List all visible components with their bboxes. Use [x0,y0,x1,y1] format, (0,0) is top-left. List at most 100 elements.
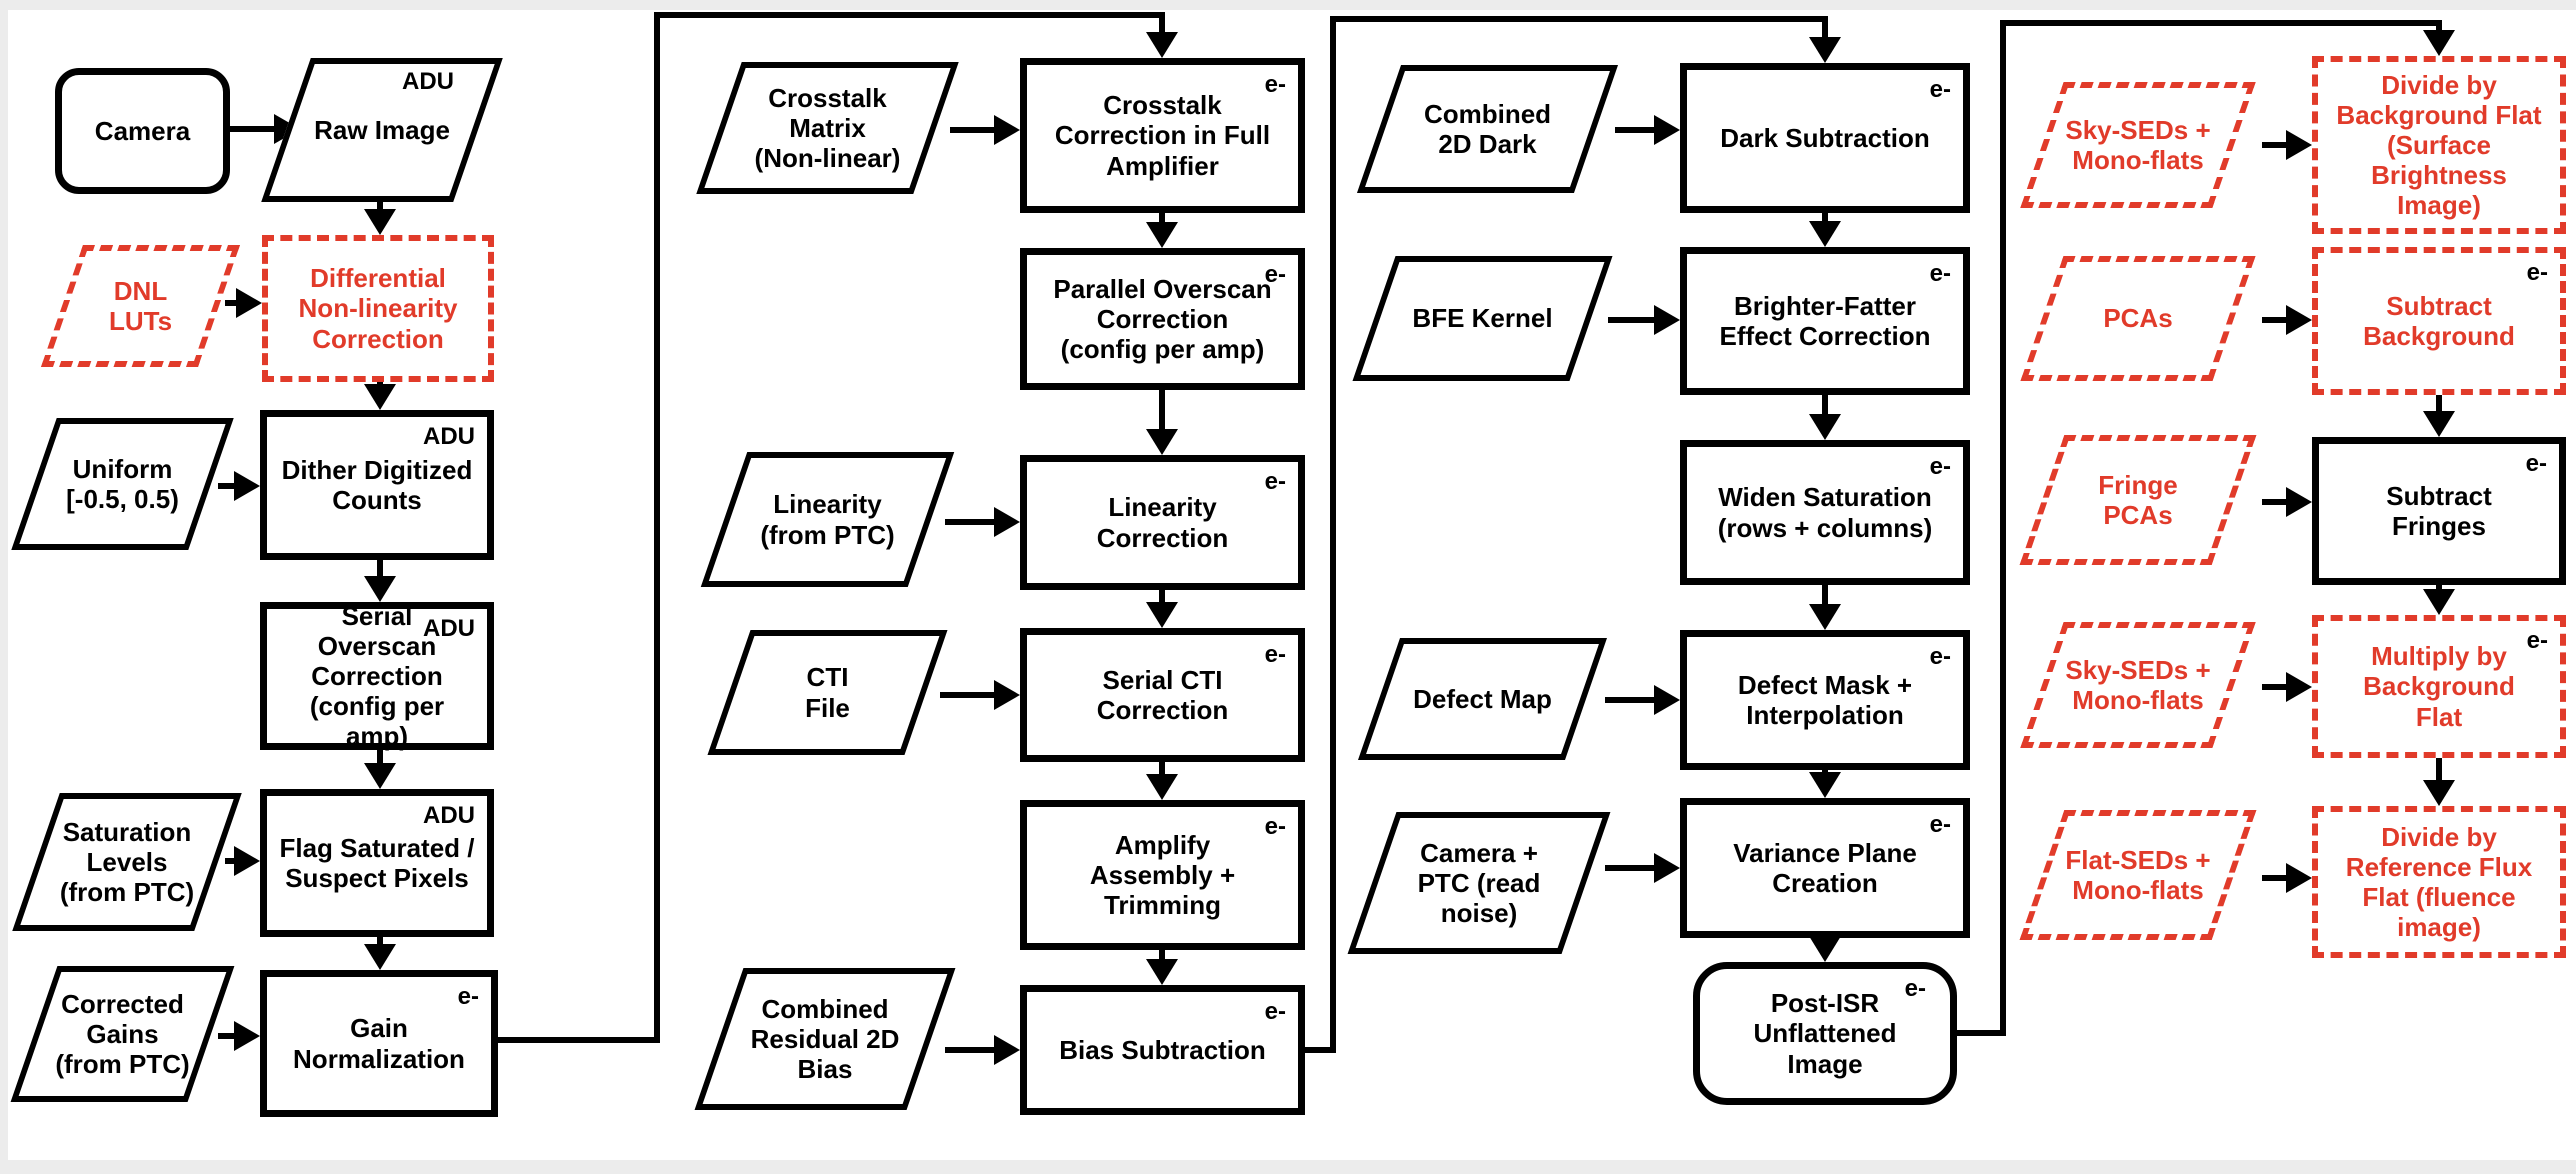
unit-badge: e- [2526,627,2548,654]
node-linearity-input: Linearity (from PTC) [700,452,955,587]
node-dnl-luts: DNL LUTs [38,245,243,367]
node-combined-residual-bias: Combined Residual 2D Bias [694,968,956,1110]
unit-badge: e- [1264,468,1286,495]
node-label: Fringe PCAs [2098,469,2178,530]
node-label: Serial Overscan Correction (config per a… [309,600,445,752]
unit-badge: e- [1264,998,1286,1025]
node-label: Sky-SEDs + Mono-flats [2065,114,2211,175]
node-label: Linearity (from PTC) [760,489,895,550]
node-label: Dither Digitized Counts [281,454,473,515]
flow-arrow [2423,585,2455,615]
node-combined-2d-dark: Combined 2D Dark [1355,65,1620,193]
unit-badge: ADU [402,68,454,95]
node-linearity-correction: Linearity Correction e- [1020,455,1305,590]
flow-arrow [364,750,396,789]
node-label: Linearity Correction [1096,492,1229,553]
node-label: Combined 2D Dark [1423,98,1552,159]
flow-arrow [2423,395,2455,437]
connector-bias-to-dark [1330,16,1336,1053]
node-divide-by-reference-flux-flat: Divide by Reference Flux Flat (fluence i… [2312,806,2566,958]
node-label: Uniform [-0.5, 0.5) [66,453,179,514]
node-divide-by-background-flat: Divide by Background Flat (Surface Brigh… [2312,56,2566,234]
node-sky-seds-mono-flats-2: Sky-SEDs + Mono-flats [2018,622,2258,748]
node-label: Sky-SEDs + Mono-flats [2065,654,2211,715]
node-gain-normalization: Gain Normalization e- [260,970,498,1117]
node-cti-file: CTI File [705,630,950,755]
input-arrow [225,288,262,318]
unit-badge: e- [1264,261,1286,288]
unit-badge: e- [1929,811,1951,838]
node-label: Subtract Fringes [2386,480,2492,541]
node-fringe-pcas: Fringe PCAs [2018,435,2258,565]
node-label: Crosstalk Correction in Full Amplifier [1054,90,1271,181]
flow-arrow [364,382,396,410]
node-label: Divide by Background Flat (Surface Brigh… [2336,69,2542,221]
node-label: Combined Residual 2D Bias [750,993,900,1085]
node-sky-seds-mono-flats-1: Sky-SEDs + Mono-flats [2018,82,2258,208]
node-saturation-levels: Saturation Levels (from PTC) [12,793,242,931]
connector-bias-to-dark [1305,1047,1336,1053]
node-pcas: PCAs [2018,256,2258,381]
node-dither-digitized-counts: Dither Digitized Counts ADU [260,410,494,560]
node-label: Amplify Assembly + Trimming [1089,829,1236,921]
input-arrow [945,1035,1020,1065]
node-label: Camera + PTC (read noise) [1417,837,1541,929]
node-label: Multiply by Background Flat [2363,641,2515,732]
node-label: DNL LUTs [108,275,173,336]
node-serial-cti-correction: Serial CTI Correction e- [1020,628,1305,762]
unit-badge: e- [1929,643,1951,670]
flow-arrow [1146,762,1178,800]
node-differential-nonlinearity: Differential Non-linearity Correction [262,235,494,382]
flow-arrow [1146,213,1178,248]
input-arrow [2262,305,2312,335]
page-edge-bottom [0,1160,2576,1174]
input-arrow [1608,305,1680,335]
flow-arrow [364,202,396,235]
unit-badge: e- [1904,975,1926,1002]
connector-bias-to-dark-arrow [1809,22,1841,63]
page-edge-left [0,0,8,1174]
node-label: Serial CTI Correction [1096,664,1229,725]
node-variance-plane-creation: Variance Plane Creation e- [1680,798,1970,938]
flow-arrow [2423,758,2455,806]
unit-badge: e- [1264,71,1286,98]
node-label: CTI File [805,662,850,723]
input-arrow [1615,115,1680,145]
node-label: Saturation Levels (from PTC) [59,816,195,908]
flow-arrow [1146,950,1178,985]
flow-arrow [1146,390,1178,455]
flow-arrow [1809,770,1841,798]
unit-badge: e- [2525,450,2547,477]
unit-badge: e- [2526,259,2548,286]
unit-badge: e- [1929,453,1951,480]
input-arrow [945,507,1020,537]
node-raw-image: Raw Image ADU [261,58,503,202]
node-multiply-by-background-flat: Multiply by Background Flat e- [2312,615,2566,758]
flow-arrow [1809,395,1841,440]
input-arrow [2262,863,2312,893]
page-edge-top [0,0,2576,10]
connector-bias-to-dark [1330,16,1828,22]
node-uniform: Uniform [-0.5, 0.5) [10,418,235,550]
input-arrow [2262,487,2312,517]
unit-badge: e- [1264,641,1286,668]
node-crosstalk-correction: Crosstalk Correction in Full Amplifier e… [1020,58,1305,213]
node-label: Variance Plane Creation [1733,837,1917,898]
unit-badge: e- [1929,76,1951,103]
node-camera-ptc-read-noise: Camera + PTC (read noise) [1347,812,1611,954]
flow-arrow [364,560,396,602]
connector-gain-to-crosstalk [654,12,1165,18]
node-corrected-gains: Corrected Gains (from PTC) [10,966,235,1102]
connector-gain-to-crosstalk-arrow [1146,18,1178,58]
node-label: Crosstalk Matrix (Non-linear) [754,82,901,174]
flow-arrow [1809,585,1841,630]
node-label: Dark Subtraction [1720,122,1930,153]
node-label: Flat-SEDs + Mono-flats [2065,844,2211,905]
node-flag-saturated-pixels: Flag Saturated / Suspect Pixels ADU [260,789,494,937]
input-arrow [218,471,260,501]
node-parallel-overscan-correction: Parallel Overscan Correction (config per… [1020,248,1305,390]
node-label: Subtract Background [2363,290,2515,351]
connector-gain-to-crosstalk [498,1037,660,1043]
unit-badge: e- [1264,813,1286,840]
node-widen-saturation: Widen Saturation (rows + columns) e- [1680,440,1970,585]
